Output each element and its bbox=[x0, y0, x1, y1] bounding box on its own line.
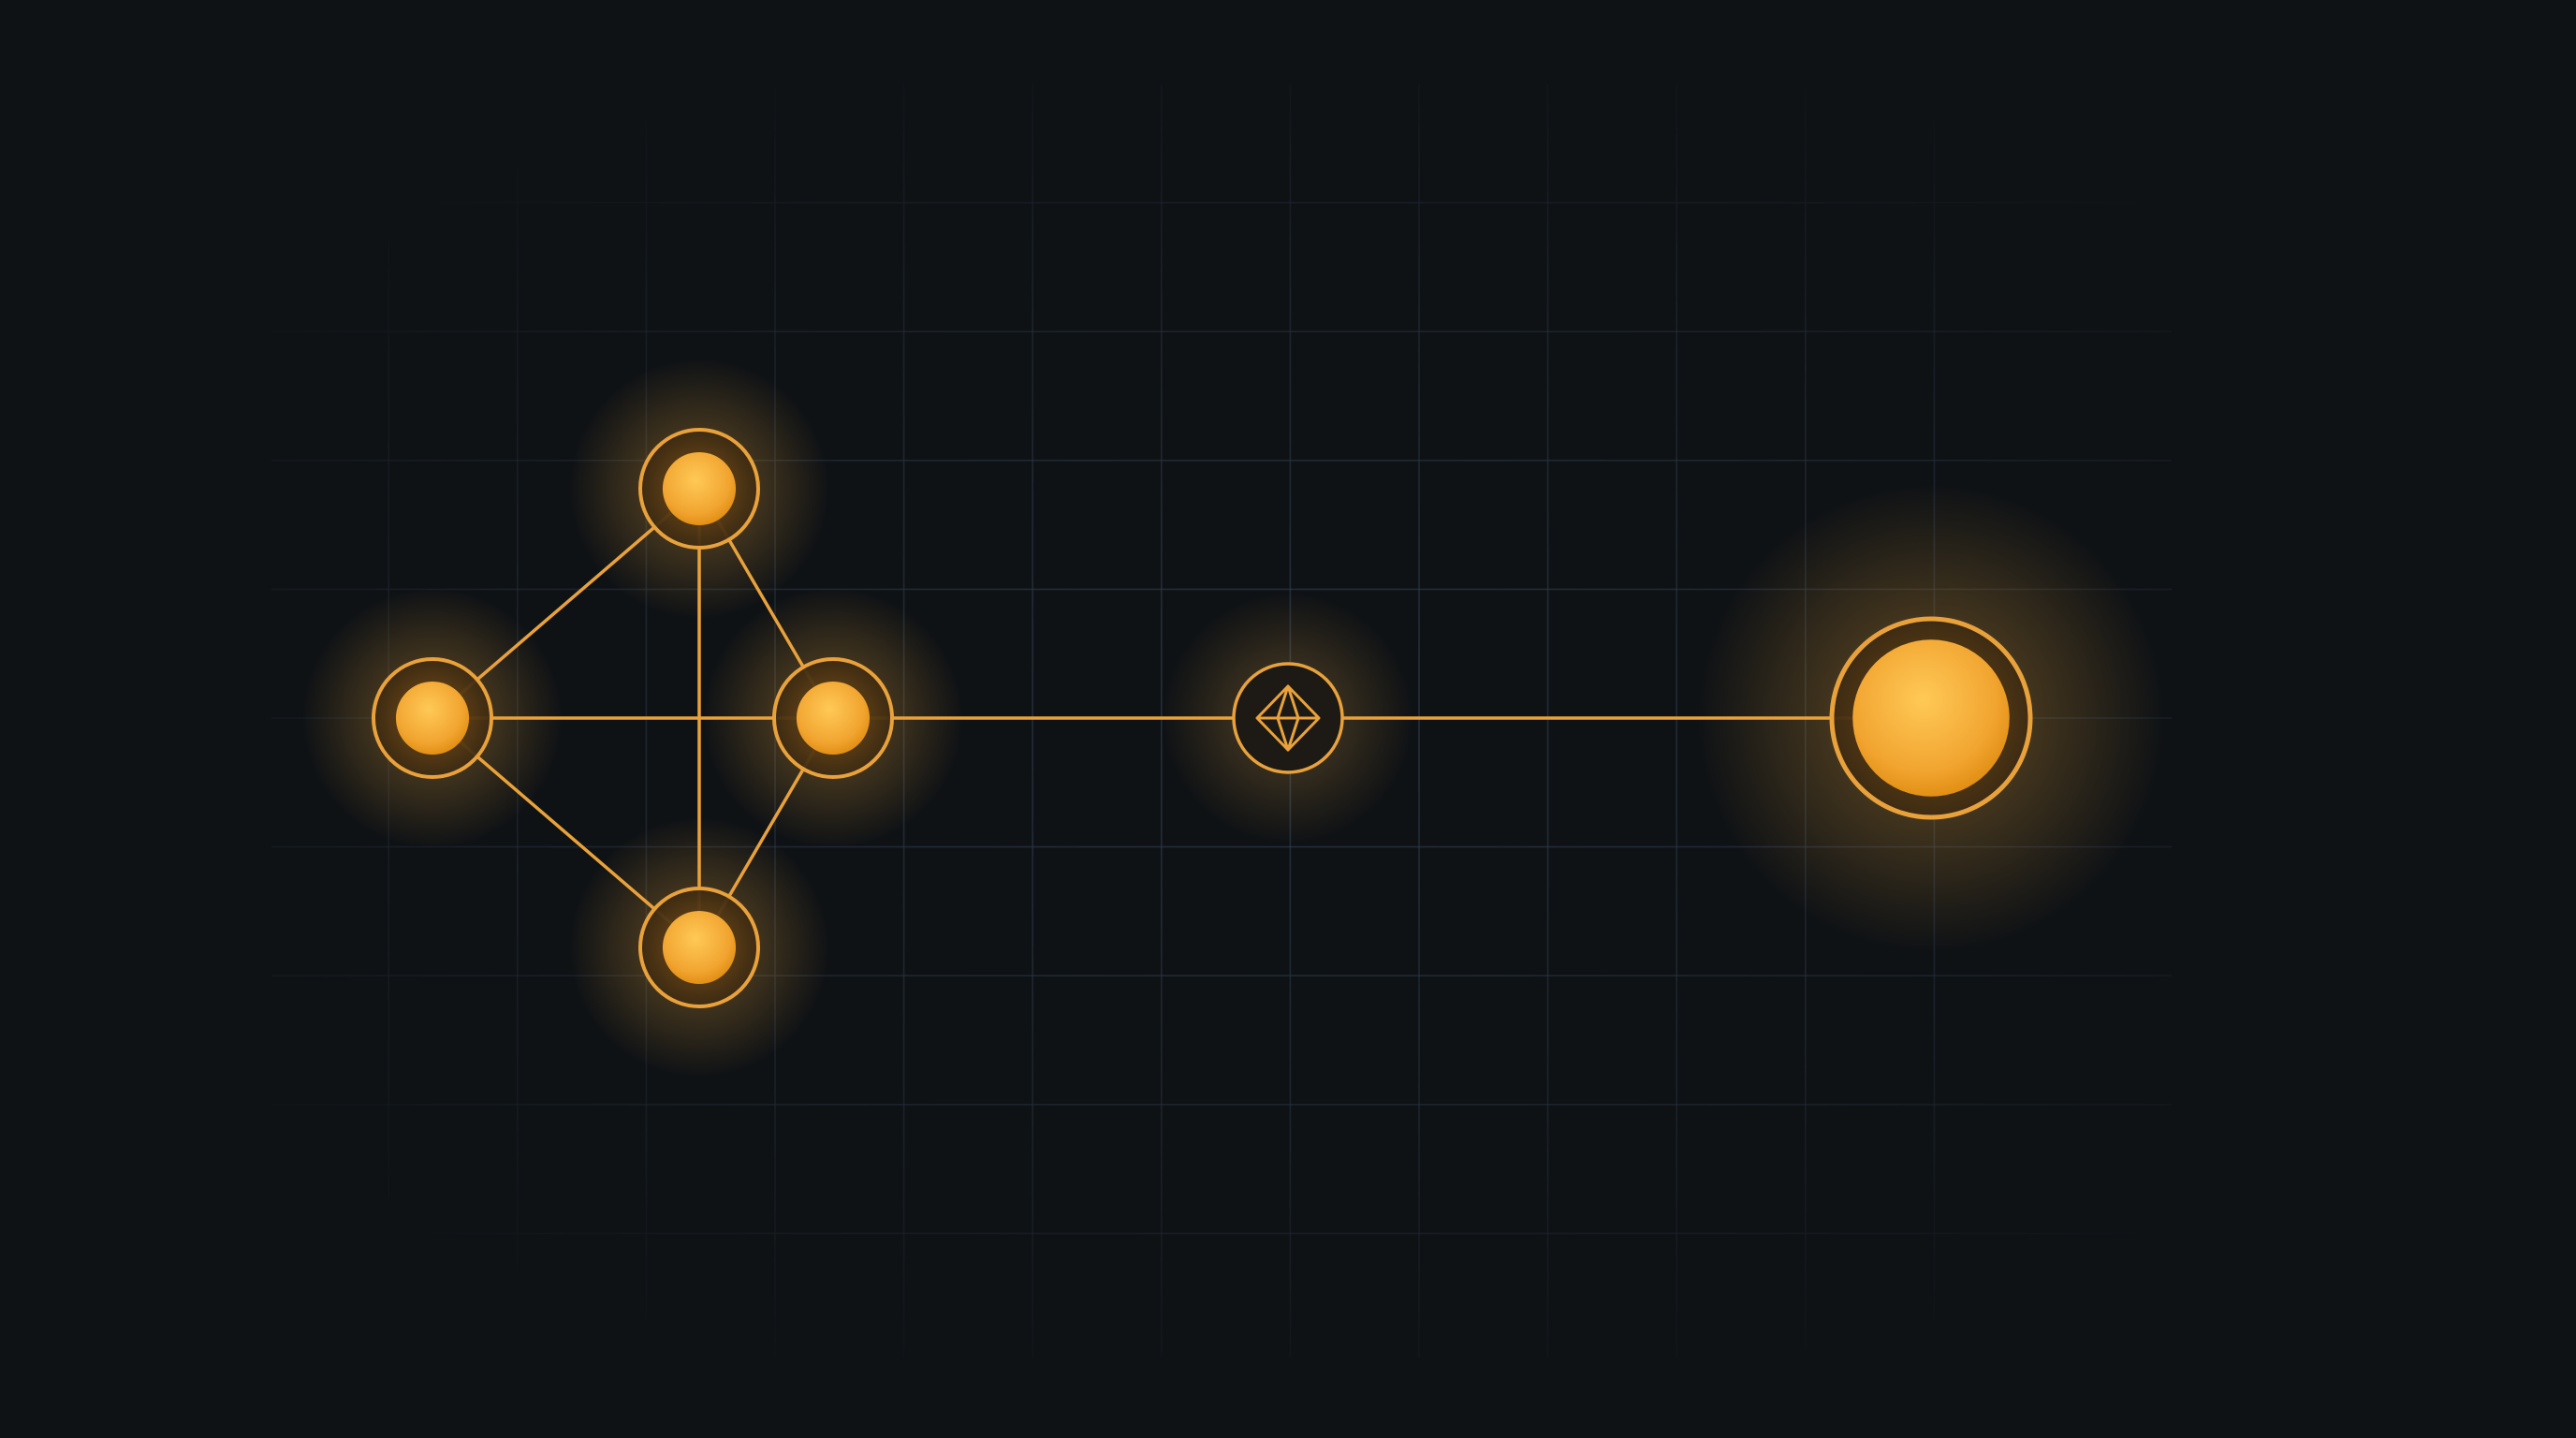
node-diamond-hub bbox=[1232, 662, 1344, 774]
node-target-core bbox=[1852, 639, 2010, 797]
node-left bbox=[372, 657, 493, 779]
node-target bbox=[1829, 616, 2033, 820]
node-left-core bbox=[395, 681, 470, 756]
node-layer bbox=[372, 428, 2033, 1008]
diamond-icon bbox=[1255, 684, 1321, 752]
node-top bbox=[638, 428, 760, 550]
node-right bbox=[772, 657, 894, 779]
node-top-core bbox=[662, 451, 737, 526]
node-bottom bbox=[638, 887, 760, 1008]
node-right-core bbox=[796, 681, 871, 756]
node-bottom-core bbox=[662, 910, 737, 985]
